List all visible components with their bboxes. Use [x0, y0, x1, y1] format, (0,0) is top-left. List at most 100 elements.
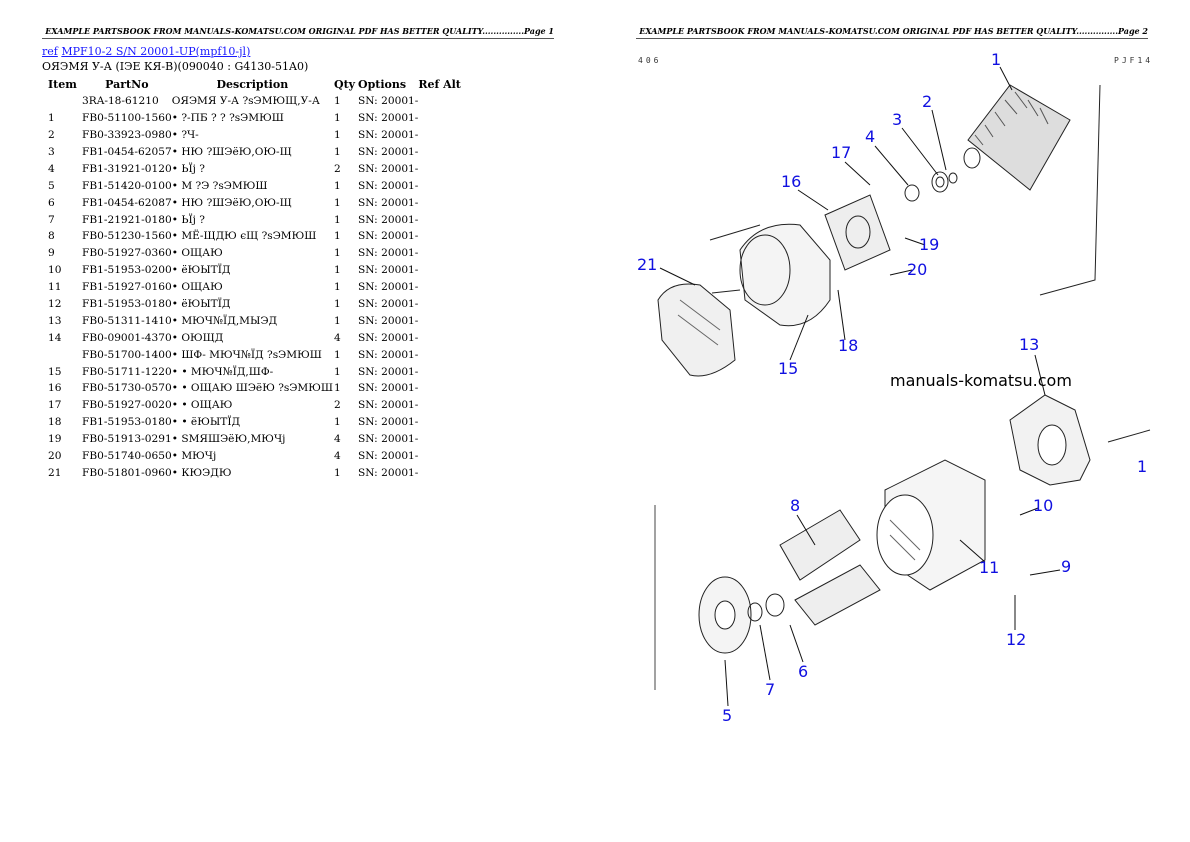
- partno-cell: FB0-51740-0650: [82, 450, 172, 463]
- col-description: Description: [216, 77, 289, 91]
- callout-15: 15: [778, 359, 799, 378]
- armature: [963, 84, 1101, 296]
- callout-7: 7: [765, 680, 776, 699]
- qty-cell: 1: [334, 281, 341, 294]
- item-cell: 7: [48, 213, 55, 226]
- qty-cell: 1: [334, 314, 341, 327]
- qty-cell: 1: [334, 230, 341, 243]
- callout-12: 12: [1006, 630, 1027, 649]
- description-cell: • ОЩАЮ: [171, 281, 223, 294]
- item-cell: 10: [48, 264, 62, 277]
- partno-cell: FB1-0454-62087: [82, 196, 172, 209]
- options-cell: SN: 20001-: [358, 466, 419, 479]
- partno-cell: FB0-51913-0291: [82, 433, 172, 446]
- qty-cell: 4: [334, 331, 341, 344]
- description-cell: • ОЮЩД: [171, 331, 224, 344]
- qty-cell: 1: [334, 213, 341, 226]
- field-coils: [779, 509, 881, 626]
- qty-cell: 1: [334, 247, 341, 260]
- page-header-2: EXAMPLE PARTSBOOK FROM MANUALS-KOMATSU.C…: [636, 26, 1148, 39]
- drawing-code-right: PJF14: [1114, 56, 1154, 65]
- callout-1b: 1: [1137, 457, 1148, 476]
- partno-cell: FB0-51230-1560: [82, 230, 172, 243]
- partno-cell: FB0-51927-0360: [82, 247, 172, 260]
- qty-cell: 1: [334, 196, 341, 209]
- item-cell: 14: [48, 331, 62, 344]
- partno-cell: FB0-51927-0020: [82, 399, 172, 412]
- description-cell: • SМЯШЭёЮ,МЮЧј: [171, 433, 286, 446]
- callout-11: 11: [979, 558, 1000, 577]
- qty-cell: 4: [334, 450, 341, 463]
- col-qty: Qty: [334, 77, 356, 91]
- item-cell: 1: [48, 112, 55, 125]
- options-cell: SN: 20001-: [358, 146, 419, 158]
- partno-cell: FB1-51953-0200: [82, 264, 172, 277]
- partno-cell: FB1-51927-0160: [82, 281, 172, 294]
- qty-cell: 1: [334, 129, 341, 142]
- description-cell: • ?Ч-: [171, 129, 199, 142]
- callout-4: 4: [865, 127, 876, 146]
- callout-1: 1: [991, 50, 1002, 69]
- cover-band: [657, 283, 736, 377]
- options-cell: SN: 20001-: [358, 213, 419, 226]
- description-cell: • ёЮЫТЇД: [171, 264, 231, 277]
- description-cell: • ?-ПБ ? ? ?sЭМЮШ: [171, 112, 284, 125]
- callout-2: 2: [922, 92, 933, 111]
- item-cell: 13: [48, 314, 62, 327]
- section-title: ОЯЭМЯ У-А (IЭЕ КЯ-В)(090040 : G4130-51A0…: [42, 60, 309, 73]
- fan: [698, 576, 785, 654]
- description-cell: ОЯЭМЯ У-А ?sЭМЮЩ,У-А: [171, 95, 320, 108]
- options-cell: SN: 20001-: [358, 416, 419, 429]
- end-housing: [709, 223, 831, 327]
- description-cell: • НЮ ?ШЭёЮ,ОЮ-Щ: [171, 146, 292, 158]
- description-cell: • • ёЮЫТЇД: [171, 416, 241, 429]
- description-cell: • МЮЧј: [171, 450, 217, 463]
- options-cell: SN: 20001-: [358, 179, 419, 192]
- options-cell: SN: 20001-: [358, 331, 419, 344]
- item-cell: 8: [48, 230, 55, 243]
- options-cell: SN: 20001-: [358, 450, 419, 463]
- model-link[interactable]: MPF10-2 S/N 20001-UP(mpf10-jl): [61, 45, 251, 58]
- description-cell: • ЬЇј ?: [171, 213, 205, 226]
- partno-cell: FB0-51801-0960: [82, 466, 172, 479]
- callout-9: 9: [1061, 557, 1072, 576]
- callout-16: 16: [781, 172, 802, 191]
- qty-cell: 1: [334, 348, 341, 361]
- partno-cell: FB1-21921-0180: [82, 213, 172, 226]
- callout-18: 18: [838, 336, 859, 355]
- item-cell: 12: [48, 298, 62, 311]
- item-cell: 6: [48, 196, 55, 209]
- drive-housing: [1009, 394, 1151, 486]
- ref-link[interactable]: ref: [42, 45, 58, 58]
- watermark: manuals-komatsu.com: [890, 371, 1072, 390]
- description-cell: • ёЮЫТЇД: [171, 298, 231, 311]
- qty-cell: 1: [334, 466, 341, 479]
- qty-cell: 1: [334, 179, 341, 192]
- qty-cell: 2: [334, 399, 341, 412]
- item-cell: 16: [48, 382, 62, 395]
- qty-cell: 1: [334, 112, 341, 125]
- description-cell: • • МЮЧ№ЇД,ШФ-: [171, 365, 274, 378]
- description-cell: • КЮЭДЮ: [171, 466, 232, 479]
- options-cell: SN: 20001-: [358, 264, 419, 277]
- partno-cell: FB1-0454-62057: [82, 146, 172, 158]
- partno-cell: FB1-51420-0100: [82, 179, 172, 192]
- description-cell: • • ОЩАЮ: [171, 399, 233, 412]
- partno-cell: FB1-51953-0180: [82, 416, 172, 429]
- options-cell: SN: 20001-: [358, 433, 419, 446]
- qty-cell: 2: [334, 162, 341, 175]
- partno-cell: FB1-31921-0120: [82, 162, 172, 175]
- brush-holder: [824, 194, 891, 271]
